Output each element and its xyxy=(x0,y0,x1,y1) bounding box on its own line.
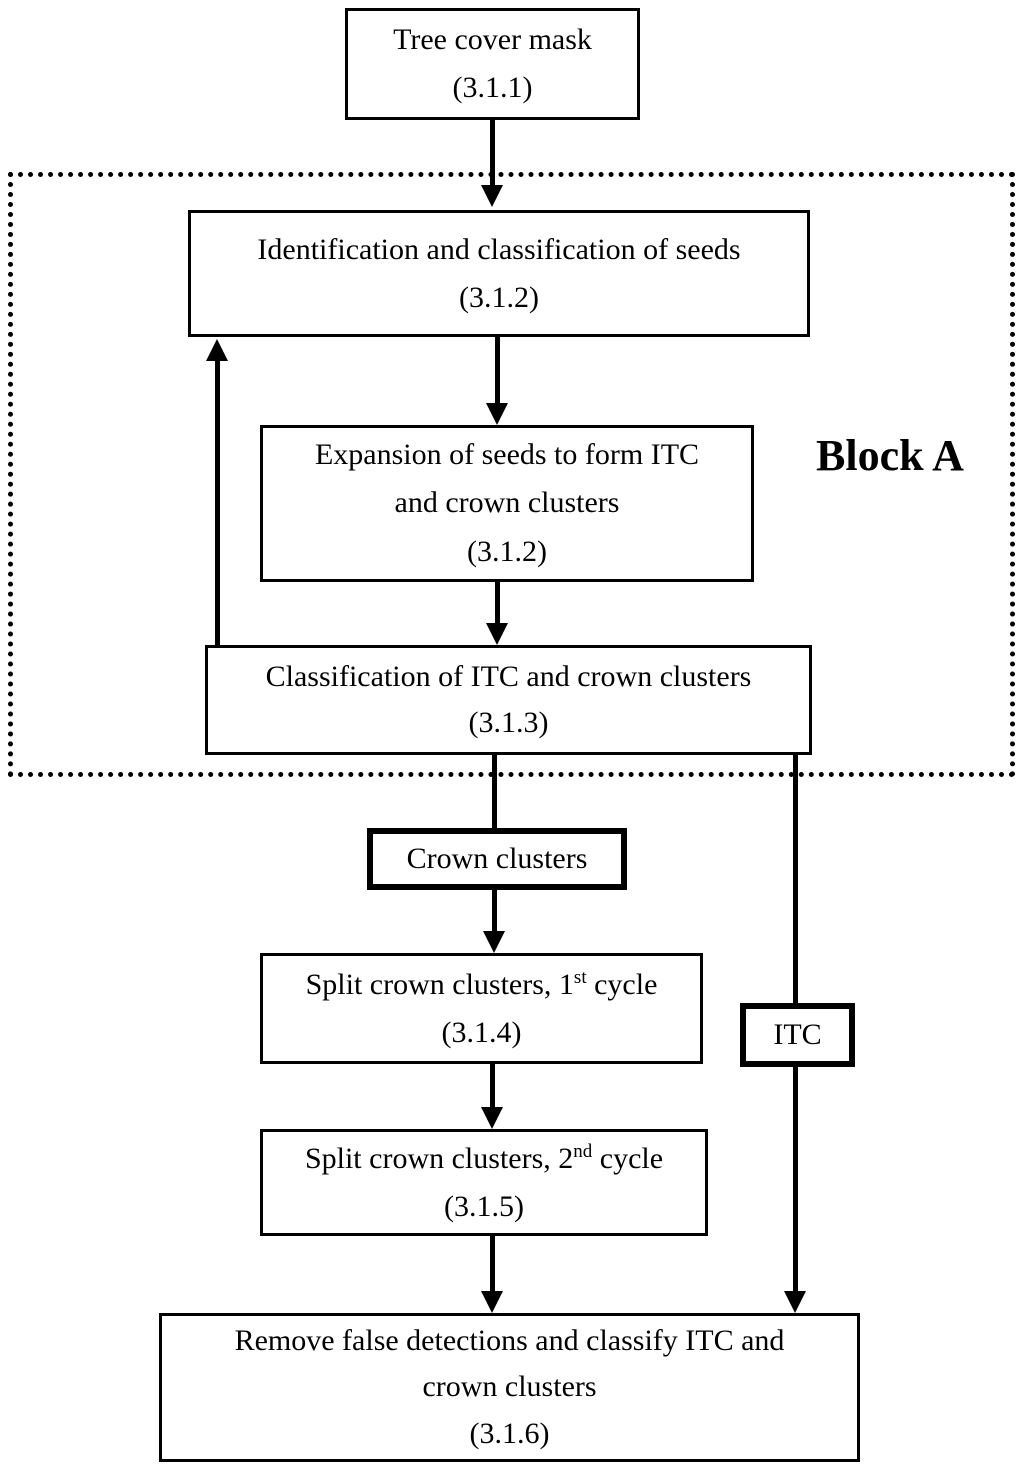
node-itc: ITC xyxy=(740,1003,855,1067)
node-remove-false-detections-ref: (3.1.6) xyxy=(469,1416,550,1450)
node-expansion-of-seeds: Expansion of seeds to form ITC and crown… xyxy=(260,425,754,582)
edge-itc-to-remove xyxy=(793,1067,798,1293)
edge-split1-to-split2 xyxy=(490,1064,495,1109)
node-split-crown-clusters-2-ref: (3.1.5) xyxy=(444,1189,524,1223)
node-crown-clusters-label: Crown clusters xyxy=(406,842,588,875)
node-remove-false-detections-label-line1: Remove false detections and classify ITC… xyxy=(234,1323,785,1357)
superscript-ordinal: st xyxy=(573,966,587,988)
node-split-crown-clusters-1-ref: (3.1.4) xyxy=(441,1015,522,1049)
block-a-dotted-frame xyxy=(8,172,1015,777)
arrowhead-down-icon xyxy=(486,403,508,425)
edge-classification-to-identification-feedback xyxy=(215,358,220,645)
node-tree-cover-mask: Tree cover mask (3.1.1) xyxy=(345,8,640,120)
node-split-crown-clusters-2-label: Split crown clusters, 2nd cycle xyxy=(305,1135,663,1183)
node-expansion-of-seeds-label-line1: Expansion of seeds to form ITC xyxy=(314,437,700,471)
node-identification-of-seeds: Identification and classification of see… xyxy=(188,210,810,337)
edge-split2-to-remove xyxy=(490,1236,495,1293)
label-text-post: cycle xyxy=(592,1141,664,1175)
edge-crown-clusters-to-split1 xyxy=(492,890,497,933)
node-tree-cover-mask-label: Tree cover mask xyxy=(393,23,592,56)
arrowhead-down-icon xyxy=(784,1291,806,1313)
node-split-crown-clusters-1: Split crown clusters, 1st cycle (3.1.4) xyxy=(260,953,703,1064)
node-split-crown-clusters-2: Split crown clusters, 2nd cycle (3.1.5) xyxy=(260,1129,708,1236)
edge-classification-to-crown-clusters xyxy=(492,755,497,830)
node-split-crown-clusters-1-label: Split crown clusters, 1st cycle xyxy=(306,961,658,1009)
arrowhead-down-icon xyxy=(481,185,503,207)
edge-expansion-to-classification xyxy=(495,582,500,625)
arrowhead-up-icon xyxy=(206,339,228,361)
edge-identification-to-expansion xyxy=(495,337,500,405)
arrowhead-down-icon xyxy=(481,1107,503,1129)
node-identification-of-seeds-ref: (3.1.2) xyxy=(459,280,539,314)
node-classification-of-itc-label: Classification of ITC and crown clusters xyxy=(265,659,752,693)
node-remove-false-detections-label-line2: crown clusters xyxy=(422,1370,597,1404)
superscript-ordinal: nd xyxy=(573,1140,593,1162)
node-expansion-of-seeds-ref: (3.1.2) xyxy=(467,534,547,568)
arrowhead-down-icon xyxy=(483,931,505,953)
arrowhead-down-icon xyxy=(481,1291,503,1313)
node-classification-of-itc-ref: (3.1.3) xyxy=(468,706,549,739)
node-tree-cover-mask-ref: (3.1.1) xyxy=(452,71,533,104)
label-text-post: cycle xyxy=(586,967,658,1001)
node-classification-of-itc: Classification of ITC and crown clusters… xyxy=(205,645,812,755)
node-identification-of-seeds-label: Identification and classification of see… xyxy=(257,232,741,266)
block-a-label: Block A xyxy=(816,431,964,480)
edge-classification-to-itc xyxy=(793,755,798,1005)
edge-treemask-to-identification xyxy=(490,120,495,186)
node-itc-label: ITC xyxy=(773,1018,822,1051)
node-expansion-of-seeds-label-line2: and crown clusters xyxy=(394,486,620,520)
label-text-pre: Split crown clusters, 1 xyxy=(305,967,574,1001)
arrowhead-down-icon xyxy=(486,623,508,645)
node-remove-false-detections: Remove false detections and classify ITC… xyxy=(159,1313,860,1462)
label-text-pre: Split crown clusters, 2 xyxy=(304,1141,574,1175)
node-crown-clusters: Crown clusters xyxy=(367,828,627,890)
